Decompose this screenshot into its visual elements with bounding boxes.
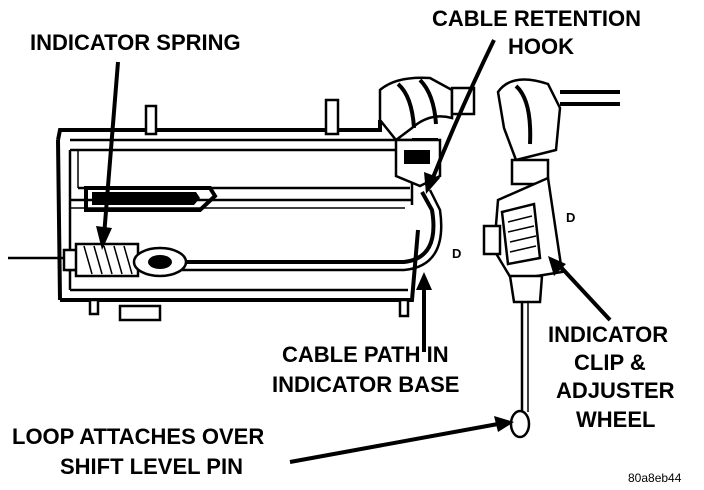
cable-retention-hook (378, 76, 476, 188)
indicator-clip-label-line3: ADJUSTER (556, 378, 675, 403)
base-marker-d: D (452, 246, 461, 261)
cable-retention-label-line2: HOOK (508, 34, 574, 59)
figure-code: 80a8eb44 (628, 471, 682, 485)
indicator-clip-label-line1: INDICATOR (548, 322, 668, 347)
indicator-spring-label: INDICATOR SPRING (30, 30, 241, 55)
indicator-clip-label-line4: WHEEL (576, 407, 655, 432)
loop-label-line1: LOOP ATTACHES OVER (12, 424, 264, 449)
cable-path-label-line2: INDICATOR BASE (272, 372, 459, 397)
cable-retention-label-line1: CABLE RETENTION (432, 6, 641, 31)
cable-path-label-line1: CABLE PATH IN (282, 342, 449, 367)
indicator-clip (482, 78, 620, 439)
clip-marker-d: D (566, 210, 575, 225)
cable-path (66, 189, 443, 272)
indicator-clip-label-line2: CLIP & (574, 350, 646, 375)
leader-lines (96, 39, 612, 464)
loop-label-line2: SHIFT LEVEL PIN (60, 454, 243, 479)
indicator-spring (8, 242, 188, 278)
indicator-base (56, 98, 438, 322)
